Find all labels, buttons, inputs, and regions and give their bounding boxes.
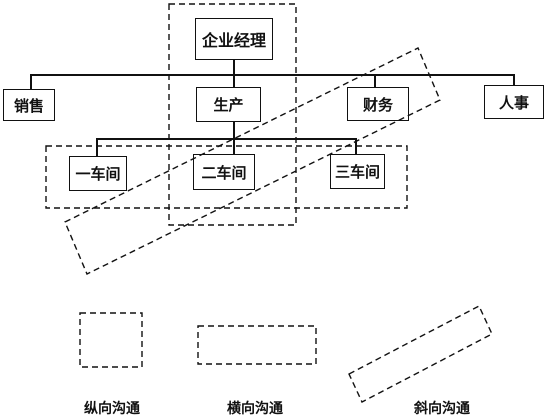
legend-horizontal-label: 横向沟通: [227, 401, 283, 417]
node-workshop-1: 一车间: [69, 156, 127, 191]
vertical-communication-region: [168, 3, 297, 226]
node-production: 生产: [196, 87, 261, 122]
connector-sales-drop: [30, 74, 32, 90]
connector-department-bus: [30, 74, 514, 76]
node-sales: 销售: [3, 89, 55, 121]
legend-diagonal-symbol: [348, 305, 493, 403]
node-workshop-3: 三车间: [330, 154, 385, 189]
legend-horizontal-symbol: [197, 325, 317, 365]
legend-vertical-symbol: [79, 312, 143, 368]
node-enterprise-manager: 企业经理: [195, 18, 273, 60]
connector-production-stem: [233, 121, 235, 139]
connector-workshop2-drop: [233, 138, 235, 155]
node-workshop-2: 二车间: [193, 154, 255, 190]
connector-workshop3-drop: [355, 138, 357, 155]
connector-top-stem: [233, 60, 235, 75]
diagonal-communication-region: [64, 47, 441, 275]
horizontal-communication-region: [45, 145, 408, 209]
connector-production-drop: [233, 74, 235, 88]
legend-vertical-label: 纵向沟通: [84, 401, 140, 417]
connector-workshop1-drop: [96, 138, 98, 157]
connector-workshop-bus: [96, 138, 356, 140]
legend-diagonal-label: 斜向沟通: [414, 401, 470, 417]
node-finance: 财务: [347, 87, 409, 121]
connector-finance-drop: [374, 74, 376, 88]
connector-hr-drop: [513, 74, 515, 86]
node-hr: 人事: [484, 85, 544, 119]
